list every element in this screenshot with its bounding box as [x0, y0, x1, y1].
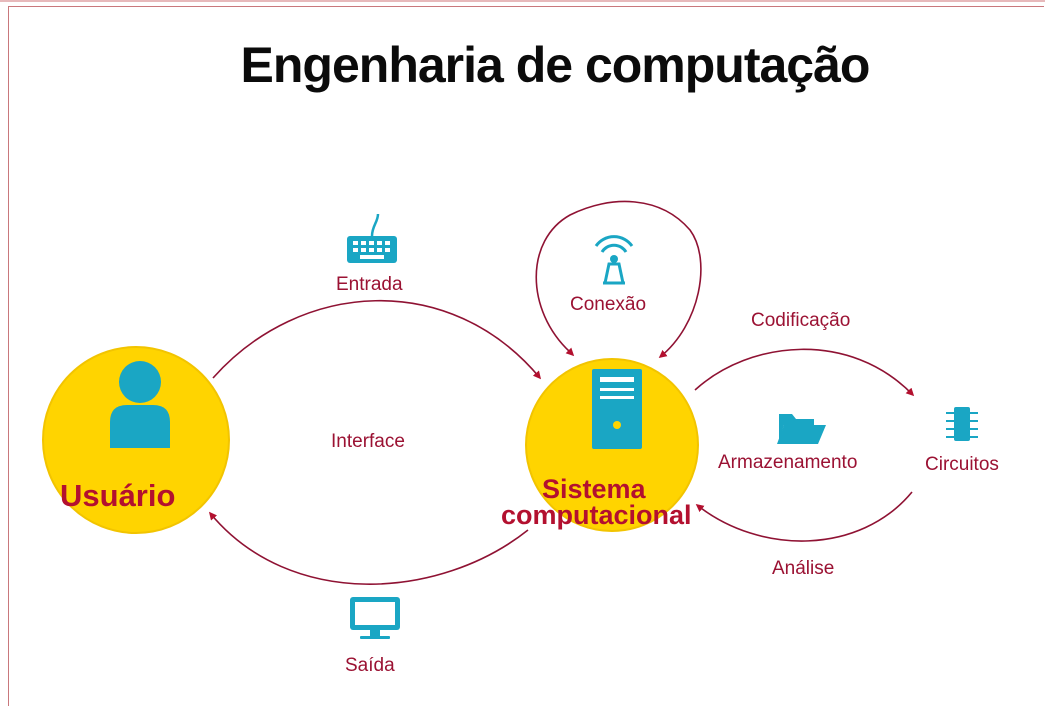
sistema-label-line1: Sistema [542, 474, 646, 504]
entrada-arrow [212, 299, 542, 380]
chip-icon [946, 407, 978, 441]
armazenamento-label: Armazenamento [718, 452, 858, 473]
circuitos-label: Circuitos [925, 454, 999, 475]
page-title: Engenharia de computação [240, 37, 871, 93]
conexao-loop-arrow-start [565, 347, 575, 357]
codificacao-arrow [694, 348, 915, 397]
user-icon [110, 361, 170, 448]
analise-label: Análise [772, 558, 835, 579]
folder-icon [777, 414, 826, 444]
codificacao-label: Codificação [751, 310, 851, 331]
saida-label: Saída [345, 655, 395, 676]
sistema-label-line2: computacional [501, 500, 692, 530]
usuario-label: Usuário [60, 478, 176, 513]
antenna-icon [594, 235, 634, 285]
page-frame [8, 6, 1044, 706]
entrada-label: Entrada [336, 274, 403, 295]
conexao-label: Conexão [570, 294, 647, 315]
server-icon [592, 369, 642, 449]
keyboard-icon [347, 213, 397, 263]
saida-arrow [208, 511, 529, 585]
interface-label: Interface [331, 431, 405, 452]
conexao-loop-arrow [535, 200, 702, 359]
monitor-icon [350, 597, 400, 639]
analise-arrow [695, 491, 913, 542]
